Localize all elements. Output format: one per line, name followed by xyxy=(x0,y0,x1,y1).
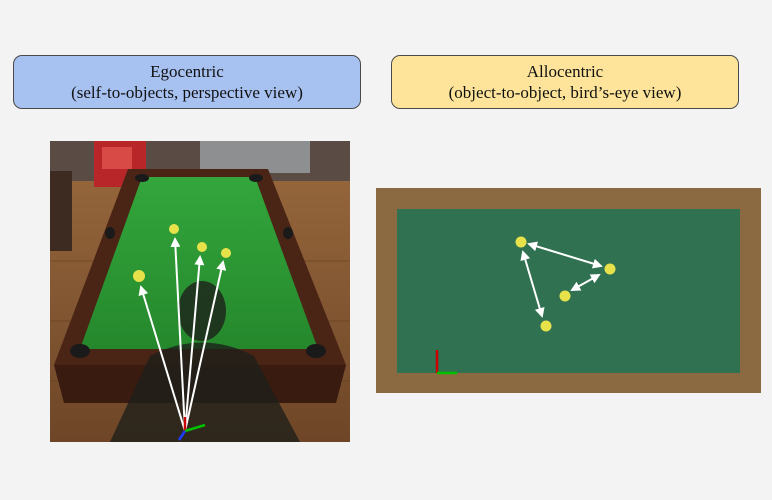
ball xyxy=(197,242,207,252)
arrow xyxy=(138,285,186,432)
balls xyxy=(515,236,616,332)
arrow xyxy=(527,241,603,269)
table-felt xyxy=(397,209,740,373)
ball xyxy=(133,270,145,282)
allocentric-subtitle: (object-to-object, bird’s-eye view) xyxy=(448,83,682,102)
arrow xyxy=(570,274,601,291)
allocentric-label-box: Allocentric (object-to-object, bird’s-ey… xyxy=(391,55,739,109)
ball xyxy=(515,236,527,248)
axes-gizmo xyxy=(435,350,457,375)
ball xyxy=(559,290,571,302)
egocentric-arrows xyxy=(138,237,227,432)
arrow xyxy=(184,260,227,432)
egocentric-perspective-image xyxy=(50,141,350,442)
allocentric-title: Allocentric xyxy=(526,62,604,81)
window xyxy=(200,141,310,173)
egocentric-subtitle: (self-to-objects, perspective view) xyxy=(71,83,303,102)
axis-x xyxy=(184,423,206,433)
axes-gizmo xyxy=(177,417,206,441)
ball xyxy=(604,263,616,275)
allocentric-birdseye-diagram xyxy=(376,188,761,393)
ball xyxy=(221,248,231,258)
arrow xyxy=(184,255,205,432)
arrow xyxy=(170,237,186,432)
egocentric-label-box: Egocentric (self-to-objects, perspective… xyxy=(13,55,361,109)
ball xyxy=(169,224,179,234)
egocentric-title: Egocentric xyxy=(150,62,224,81)
person-silhouette xyxy=(110,281,300,442)
left-cabinet xyxy=(50,171,72,251)
ball xyxy=(540,320,552,332)
arrow xyxy=(520,250,545,318)
balls xyxy=(133,224,231,282)
axis-z xyxy=(177,430,187,441)
allocentric-arrows xyxy=(520,241,603,318)
